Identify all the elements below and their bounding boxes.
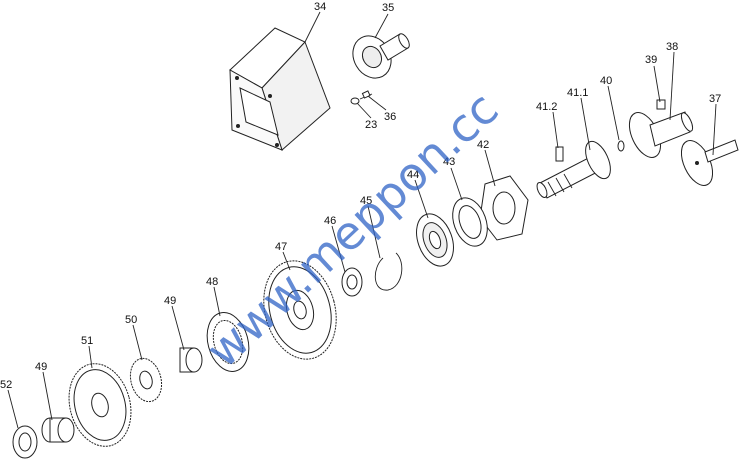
washer-40 [617,140,625,152]
snap-ring-45 [374,252,403,291]
gearbox-housing [229,27,331,151]
ring-gear-48 [206,312,250,372]
label-38: 38 [666,41,678,53]
flange-shaft-35 [352,33,410,79]
shaft-41 [536,140,611,199]
flange-37 [680,139,739,186]
label-49-lower: 49 [35,361,47,373]
label-51: 51 [81,335,93,347]
gear-47 [263,260,337,360]
label-39: 39 [645,54,657,66]
label-23: 23 [365,119,377,131]
label-35: 35 [382,2,394,14]
label-37: 37 [709,93,721,105]
label-45: 45 [360,195,372,207]
bushing-49-upper [179,347,203,373]
label-49-upper: 49 [164,295,176,307]
label-43: 43 [443,156,455,168]
label-52: 52 [0,379,12,391]
leader-lines [7,11,717,429]
label-41-2: 41.2 [536,101,557,113]
part-labels: 34 35 36 23 37 38 39 40 41.1 41.2 42 43 … [0,1,721,391]
gasket-42 [479,175,529,241]
bearing-43 [452,197,488,247]
label-34: 34 [314,1,326,13]
label-41-1: 41.1 [567,87,588,99]
label-42: 42 [477,139,489,151]
label-50: 50 [125,314,137,326]
bearing-44 [416,213,454,267]
spacer-46 [341,267,363,297]
label-48: 48 [206,276,218,288]
label-44: 44 [407,169,419,181]
label-47: 47 [275,241,287,253]
label-46: 46 [324,215,336,227]
label-40: 40 [600,75,612,87]
bushing-49-lower [41,417,75,443]
seal-52 [12,425,38,459]
flange-38 [628,99,694,158]
label-36: 36 [384,111,396,123]
bolt-36-washer-23 [350,90,373,105]
gear-50 [129,357,163,403]
gear-51 [68,363,132,447]
